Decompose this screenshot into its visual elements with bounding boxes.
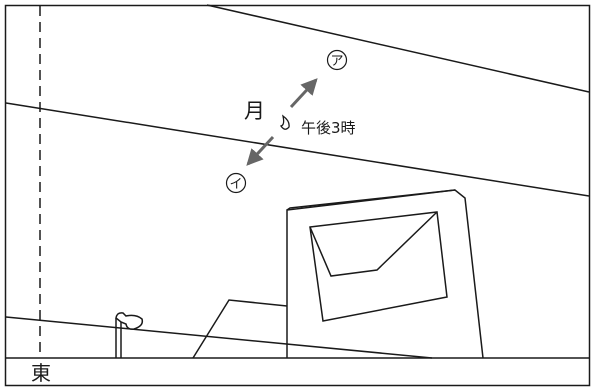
window-sash xyxy=(309,211,438,277)
sky-line-lower xyxy=(5,316,433,359)
option-a-circle xyxy=(326,49,348,71)
east-label: 東 xyxy=(31,361,51,385)
arrow-toward-a xyxy=(289,78,318,109)
option-b-label: イ xyxy=(229,177,242,192)
street-lamp xyxy=(115,312,144,358)
building-window xyxy=(309,211,448,322)
sky-line-middle xyxy=(5,102,590,197)
moon-crescent-icon xyxy=(279,114,290,130)
frame-border xyxy=(4,4,591,387)
time-label: 午後3時 xyxy=(301,119,356,137)
option-a-label: ア xyxy=(330,54,343,69)
option-b-circle xyxy=(225,172,247,194)
building-roof-edge xyxy=(286,189,456,211)
arrow-toward-b xyxy=(246,135,275,166)
annex-roof xyxy=(192,299,288,359)
sky-line-upper xyxy=(206,4,590,93)
moon-label: 月 xyxy=(244,99,265,123)
